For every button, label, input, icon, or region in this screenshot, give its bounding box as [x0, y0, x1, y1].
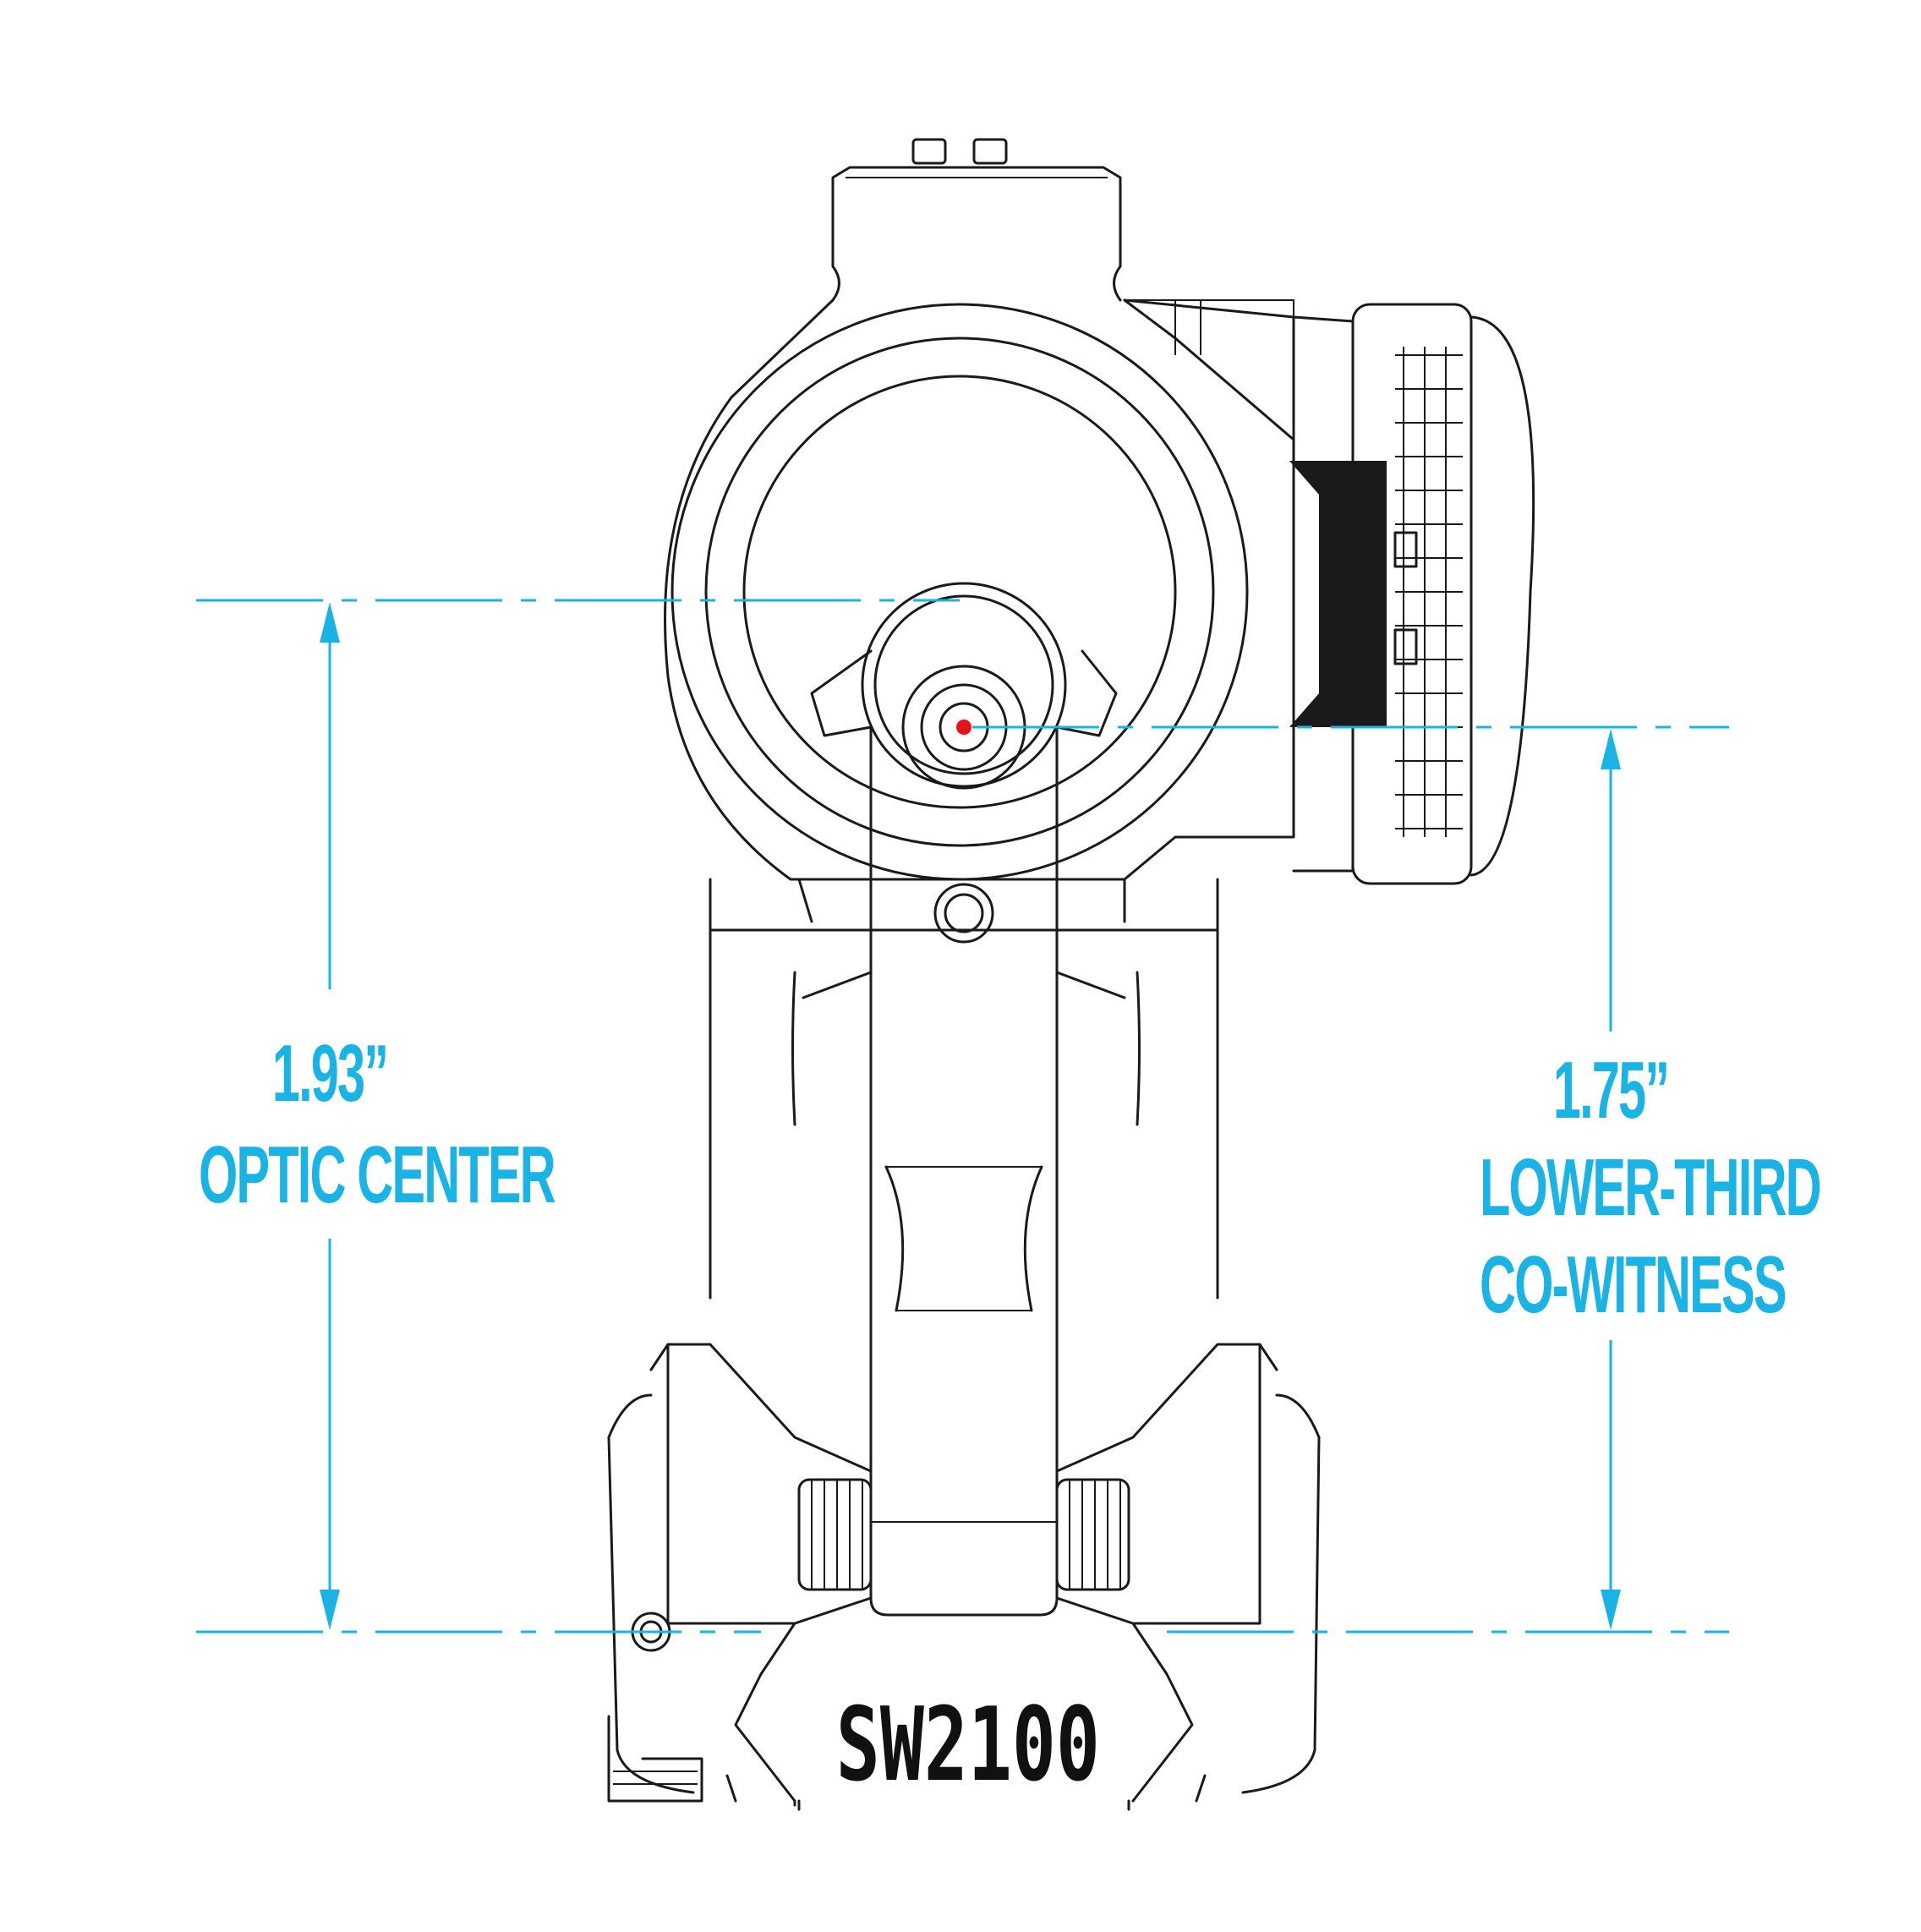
side-adjustment-knob — [1289, 303, 1535, 885]
dimension-lower-third — [972, 725, 1729, 1634]
objective-lens — [670, 303, 1249, 881]
dimension-optic-center — [196, 599, 960, 1634]
optic-center-value: 1.93” — [271, 1028, 389, 1119]
top-turret — [831, 138, 1122, 302]
lower-third-caption-line2: CO-WITNESS — [1480, 1240, 1787, 1330]
optic-housing — [664, 298, 1295, 1300]
reticle-dot — [956, 720, 971, 735]
mount-base — [607, 971, 1321, 1811]
lower-third-value: 1.75” — [1552, 1045, 1670, 1136]
throw-lever — [810, 582, 1118, 1617]
optic-center-caption: OPTIC CENTER — [199, 1130, 556, 1220]
lower-third-caption-line1: LOWER-THIRD — [1480, 1142, 1822, 1233]
clamp-screws — [797, 1478, 1130, 1591]
model-label: SW2100 — [835, 1687, 1100, 1804]
